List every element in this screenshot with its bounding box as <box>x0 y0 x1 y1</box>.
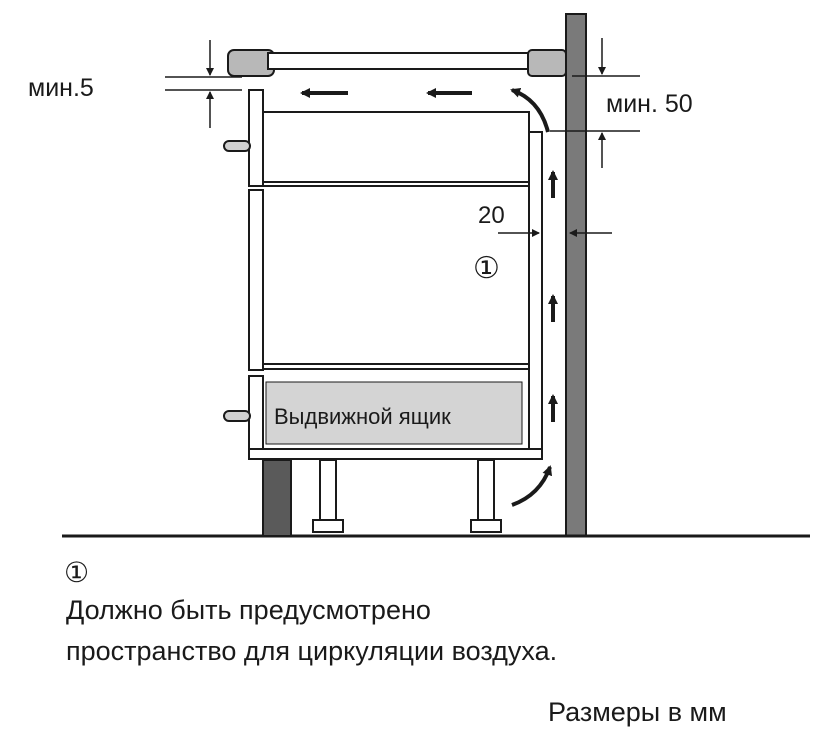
airflow-curve-top-arrow <box>510 87 550 133</box>
cabinet-front-top <box>248 89 264 187</box>
legend-marker: ① <box>64 557 90 588</box>
plinth <box>262 459 292 537</box>
gap20-label: 20 <box>478 202 505 229</box>
callout-marker: ① <box>473 252 500 285</box>
legend-line-1: Должно быть предусмотрено <box>66 595 431 625</box>
dimension-min50 <box>550 38 640 168</box>
min50-label: мин. 50 <box>606 90 693 118</box>
cabinet-base <box>248 448 543 460</box>
handle-bottom <box>223 410 251 422</box>
airflow-arrows <box>300 87 558 507</box>
min5-label: мин.5 <box>28 74 94 102</box>
wall <box>565 13 587 537</box>
airflow-curve-bottom-arrow <box>511 465 553 507</box>
drawer-label: Выдвижной ящик <box>274 404 451 429</box>
legend-line-2: пространство для циркуляции воздуха. <box>66 636 558 666</box>
handle-top <box>223 140 251 152</box>
oven-box-top <box>262 111 530 183</box>
leg-left <box>312 459 344 533</box>
drawer <box>265 381 523 445</box>
units-note: Размеры в мм <box>548 697 727 727</box>
cabinet-front-middle <box>248 189 264 371</box>
dimension-min5 <box>165 40 242 128</box>
hob-right-end <box>527 49 567 77</box>
hob-glass <box>267 52 535 70</box>
cabinet-back-panel <box>528 131 543 451</box>
cabinet-front-bottom <box>248 375 264 459</box>
leg-right <box>470 459 502 533</box>
hob <box>227 49 567 77</box>
